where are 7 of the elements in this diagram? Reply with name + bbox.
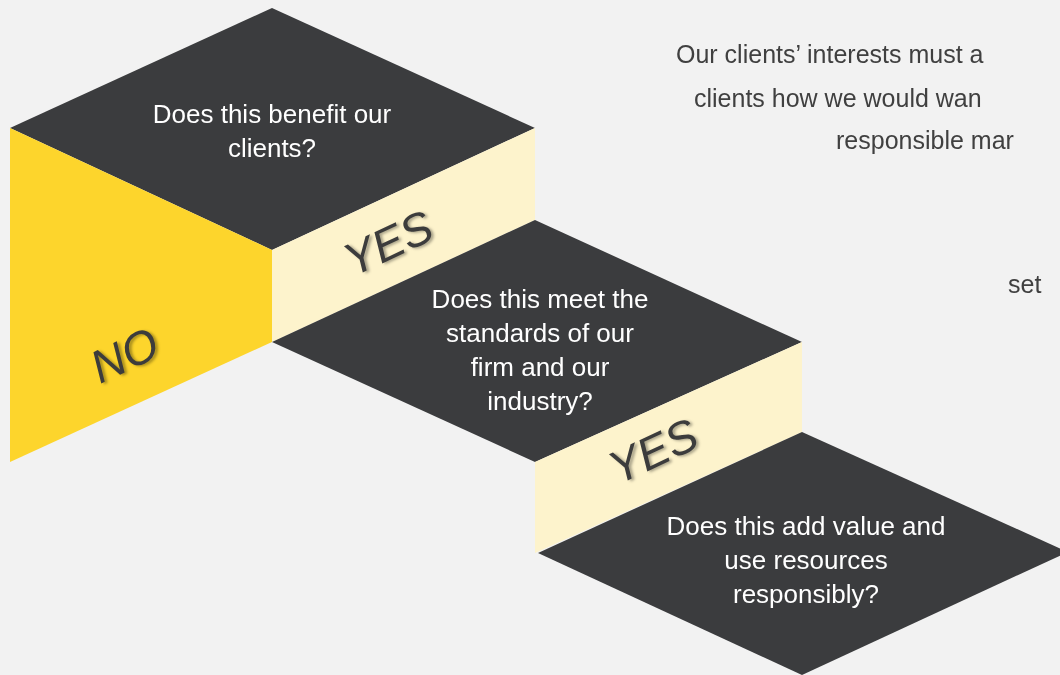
question-text: Does this add value and use resources responsibly? xyxy=(665,510,947,611)
body-text: responsible mar xyxy=(836,126,1014,155)
body-text: clients how we would wan xyxy=(694,84,982,113)
question-text: Does this benefit our clients? xyxy=(151,98,393,165)
body-text: set xyxy=(1008,270,1042,299)
answer-text: NO xyxy=(81,315,168,395)
body-text: Our clients’ interests must a xyxy=(676,40,984,69)
